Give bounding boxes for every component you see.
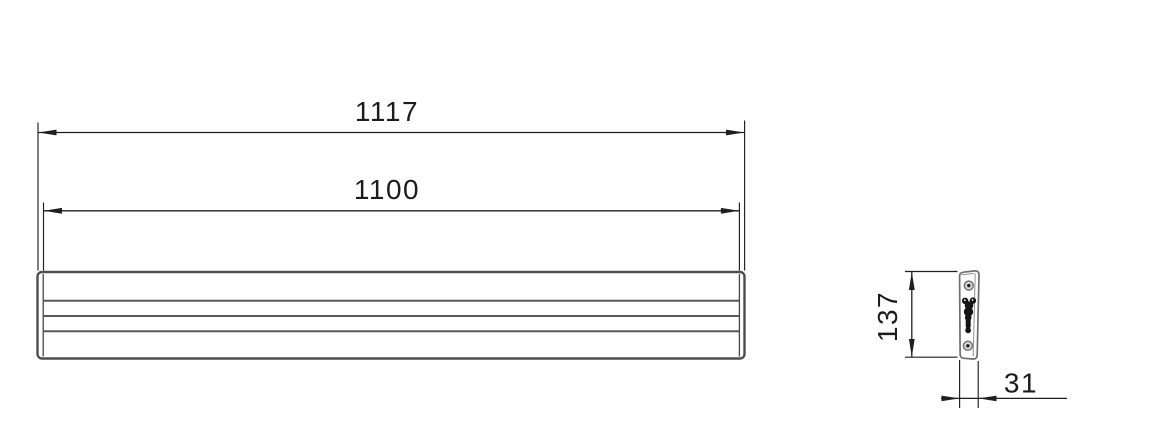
arrowhead-left	[941, 395, 960, 402]
arrowhead-left	[43, 207, 62, 214]
arrowhead-top	[908, 271, 915, 290]
end-plate-inner-edge-right	[972, 273, 976, 357]
dimension-label-depth: 31	[1004, 368, 1038, 399]
dimension-overall-length: 1117	[37, 96, 746, 271]
arrowhead-right	[726, 129, 745, 136]
dimension-depth: 31	[941, 360, 1067, 408]
cleat-highlight-left	[963, 299, 966, 301]
arrowhead-right	[720, 207, 740, 214]
dimension-height: 137	[872, 270, 958, 358]
front-view	[36, 270, 746, 360]
mounting-cleat	[961, 297, 977, 334]
arrowhead-bottom	[908, 339, 915, 357]
side-view	[958, 270, 980, 360]
dimension-label-height: 137	[872, 291, 903, 342]
end-plate-inner-edge-top	[961, 273, 975, 276]
screw-hole-top-center	[967, 283, 971, 288]
dimension-label-overall-length: 1117	[355, 96, 419, 127]
arrowhead-left	[38, 129, 57, 136]
cleat-highlight-right	[971, 299, 974, 301]
screw-hole-bottom-center	[966, 344, 970, 348]
dimension-inner-length: 1100	[42, 174, 740, 271]
dimension-label-inner-length: 1100	[354, 174, 420, 205]
arrowhead-right	[978, 395, 997, 402]
